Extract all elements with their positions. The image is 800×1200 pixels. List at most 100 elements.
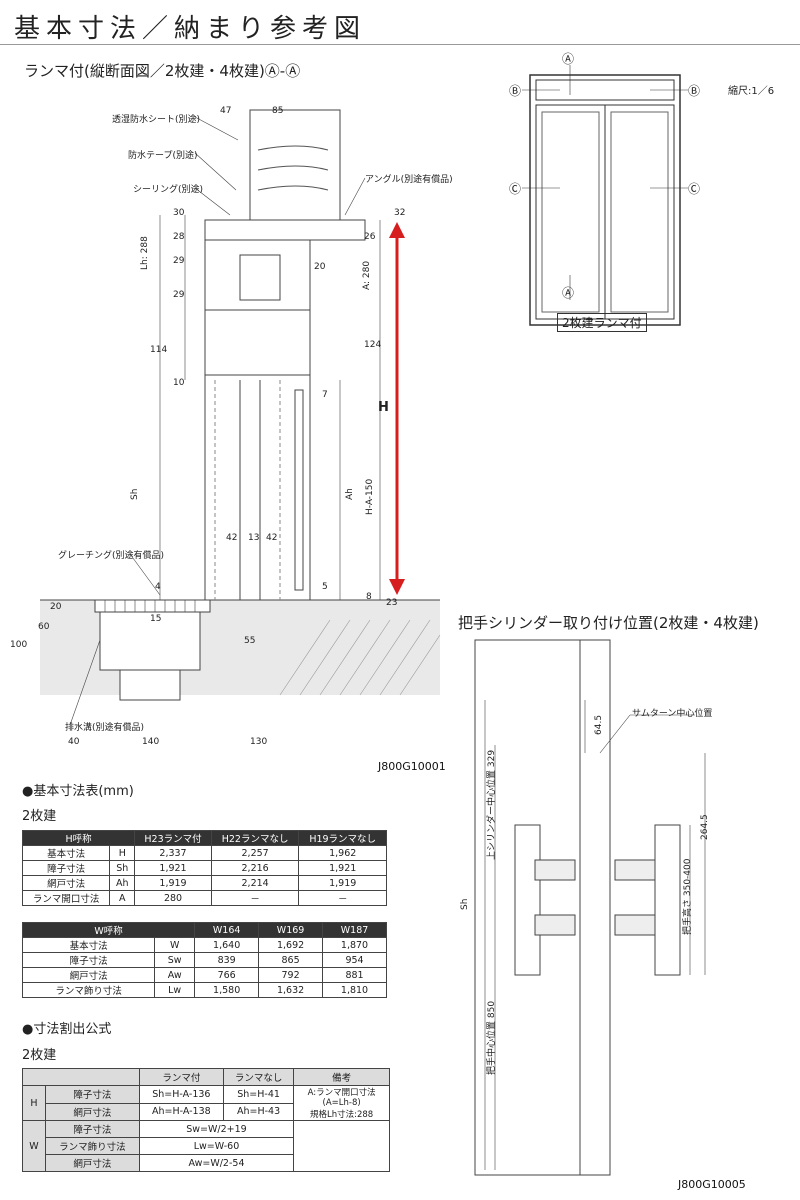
basic-table-heading: ●基本寸法表(mm) — [22, 784, 134, 799]
formula-table-heading: ●寸法割出公式 — [22, 1022, 112, 1037]
cell: W — [154, 937, 196, 953]
cell: 2,216 — [210, 860, 300, 876]
dim-29b: 29 — [173, 290, 185, 300]
cell: 881 — [322, 967, 387, 983]
cell: 1,921 — [298, 860, 387, 876]
w-header-2: W169 — [258, 922, 324, 938]
dim-140: 140 — [142, 737, 160, 747]
cell: Ah — [109, 875, 136, 891]
dim-85: 85 — [272, 106, 284, 116]
section-diagram — [40, 109, 441, 726]
label-sealing: シーリング(別途) — [133, 185, 204, 195]
marker-c-right: Ⓒ — [688, 182, 701, 196]
marker-b-left: Ⓑ — [509, 84, 522, 98]
marker-a-top: Ⓐ — [562, 52, 575, 66]
dim-7: 7 — [322, 390, 328, 400]
label-handle-center: 把手中心位置 850 — [487, 1000, 497, 1075]
label-drain: 排水溝(別途有償品) — [65, 723, 145, 733]
cell: Lw — [154, 982, 196, 998]
cell: 1,580 — [194, 982, 260, 998]
page-title: 基本寸法／納まり参考図 — [14, 14, 367, 44]
formula-head-2: 備考 — [293, 1068, 390, 1086]
cell: － — [210, 890, 300, 906]
formula-corner — [22, 1068, 140, 1086]
label-sh: Sh — [130, 488, 140, 500]
cell: Sh=H-41 — [222, 1085, 295, 1104]
cell: 網戸寸法 — [44, 1102, 140, 1121]
formula-note: A:ランマ開口寸法 (A=Lh-8) 規格Lh寸法:288 — [293, 1085, 390, 1121]
dim-20a: 20 — [314, 262, 326, 272]
cell: 1,962 — [298, 845, 387, 861]
handle-diagram — [474, 639, 706, 1176]
cell: ランマ飾り寸法 — [21, 982, 156, 998]
cell: 障子寸法 — [21, 952, 156, 968]
title-divider — [0, 44, 800, 45]
formula-table-sub: 2枚建 — [22, 1048, 57, 1063]
h-header-1: H23ランマ付 — [134, 830, 212, 846]
w-header-3: W187 — [322, 922, 387, 938]
formula-h: H — [22, 1085, 46, 1121]
cell: Aw — [154, 967, 196, 983]
handle-diagram-title: 把手シリンダー取り付け位置(2枚建・4枚建) — [458, 614, 759, 632]
cell: 280 — [134, 890, 212, 906]
dim-100: 100 — [10, 640, 28, 650]
cell: 1,632 — [258, 982, 324, 998]
cell: A — [109, 890, 136, 906]
table-row: ランマ飾り寸法 Lw=W-60 — [23, 1137, 390, 1155]
label-upper-cylinder: 上シリンダー中心位置 329 — [487, 749, 497, 860]
label-a: A: 280 — [362, 260, 372, 290]
dim-60: 60 — [38, 622, 50, 632]
dim-114: 114 — [150, 345, 168, 355]
table-row: W 障子寸法 Sw=W/2+19 — [22, 1120, 390, 1172]
cell: 基本寸法 — [21, 845, 111, 861]
cell: Lw=W-60 — [138, 1137, 295, 1155]
elevation-caption: 2枚建ランマ付 — [557, 313, 647, 332]
w-header-1: W164 — [194, 922, 260, 938]
dim-4: 4 — [155, 582, 161, 592]
dim-8: 8 — [366, 592, 372, 602]
dim-42a: 42 — [226, 533, 238, 543]
cell: 2,257 — [210, 845, 300, 861]
marker-b-right: Ⓑ — [688, 84, 701, 98]
dim-20b: 20 — [50, 602, 62, 612]
marker-a-bottom: Ⓐ — [562, 286, 575, 300]
dim-130: 130 — [250, 737, 268, 747]
cell: 1,810 — [322, 982, 387, 998]
cell: 865 — [258, 952, 324, 968]
cell: － — [298, 890, 387, 906]
dim-42b: 42 — [266, 533, 278, 543]
label-64-5: 64.5 — [594, 714, 604, 735]
dim-10: 10 — [173, 378, 185, 388]
table-row: H 障子寸法 Sh=H-A-136 Sh=H-41 A:ランマ開口寸法 (A=L… — [22, 1085, 390, 1121]
cell: 1,921 — [134, 860, 212, 876]
cell: 障子寸法 — [44, 1085, 140, 1104]
label-lh: Lh: 288 — [140, 236, 150, 270]
cell: 792 — [258, 967, 324, 983]
label-h-a-150: H-A-150 — [365, 478, 375, 515]
cell: 網戸寸法 — [21, 875, 111, 891]
formula-blank — [293, 1120, 390, 1172]
handle-diagram-code: J800G10005 — [678, 1178, 746, 1191]
label-ah: Ah — [345, 488, 355, 500]
basic-table-sub: 2枚建 — [22, 809, 57, 824]
cell: Ah=H-A-138 — [138, 1102, 224, 1121]
cell: 障子寸法 — [44, 1120, 140, 1138]
cell: 1,919 — [134, 875, 212, 891]
formula-head-1: ランマなし — [222, 1068, 295, 1086]
dim-40: 40 — [68, 737, 80, 747]
cell: Sh — [109, 860, 136, 876]
cell: 2,214 — [210, 875, 300, 891]
cell: 網戸寸法 — [21, 967, 156, 983]
cell: 1,640 — [194, 937, 260, 953]
dim-29a: 29 — [173, 256, 185, 266]
dim-28: 28 — [173, 232, 185, 242]
dim-5: 5 — [322, 582, 328, 592]
